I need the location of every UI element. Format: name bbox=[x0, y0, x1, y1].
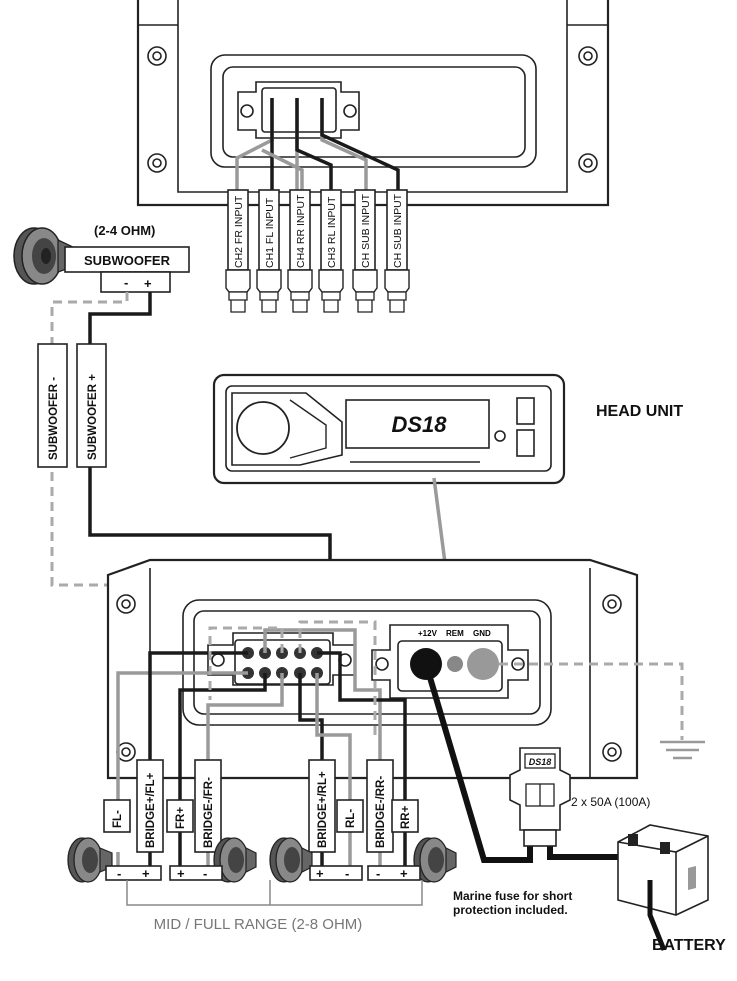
bottom-amplifier: +12V REM GND bbox=[106, 558, 639, 780]
head-unit-display bbox=[345, 399, 490, 449]
battery-wire bbox=[547, 845, 630, 860]
fuse-rating: 2 x 50A (100A) bbox=[571, 795, 650, 809]
subwoofer-impedance: (2-4 OHM) bbox=[94, 223, 155, 238]
rca-input-label: CH SUB INPUT bbox=[360, 193, 372, 268]
terminal-neg: - bbox=[203, 866, 207, 881]
usb-port-icon bbox=[516, 397, 535, 425]
fuse-holder-icon: DS18 bbox=[509, 747, 571, 847]
speaker-terminal-blocks: - + + - + - - + bbox=[105, 865, 421, 881]
wire-tag-label: FR+ bbox=[175, 807, 187, 829]
mount-screw-icon bbox=[147, 46, 598, 173]
rca-input-label: CH2 FR INPUT bbox=[233, 195, 245, 268]
wire-tag-label: BRIDGE+/RL+ bbox=[317, 771, 329, 848]
top-amplifier bbox=[136, 0, 610, 207]
mid-speaker-icon bbox=[413, 837, 457, 883]
head-unit-brand: DS18 bbox=[391, 412, 447, 437]
terminal-pos: + bbox=[177, 866, 185, 881]
plus12v-label: +12V bbox=[418, 629, 438, 638]
subwoofer-label: SUBWOOFER bbox=[84, 253, 171, 268]
rca-plug: CH4 RR INPUT bbox=[287, 189, 313, 313]
rca-input-label: CH SUB INPUT bbox=[392, 193, 404, 268]
terminal-pos: + bbox=[142, 866, 150, 881]
subwoofer-pos-label: SUBWOOFER + bbox=[87, 374, 99, 460]
wire-tag-label: BRIDGE-/RR- bbox=[375, 776, 387, 848]
terminal-pos: + bbox=[316, 866, 324, 881]
rca-plug: CH SUB INPUT bbox=[384, 189, 410, 313]
rem-terminal bbox=[447, 656, 463, 672]
battery-label: BATTERY bbox=[652, 937, 726, 954]
rca-plug: CH3 RL INPUT bbox=[318, 189, 344, 313]
ground-wire bbox=[499, 662, 684, 740]
subwoofer-terminal-neg: - bbox=[124, 275, 128, 290]
terminal-neg: - bbox=[345, 866, 349, 881]
rca-input-label: CH1 FL INPUT bbox=[264, 197, 276, 268]
gnd-label: GND bbox=[473, 629, 491, 638]
power-wire bbox=[423, 663, 533, 863]
subwoofer-terminals bbox=[100, 271, 171, 293]
fuse-note-line2: protection included. bbox=[453, 903, 568, 917]
terminal-neg: - bbox=[376, 866, 380, 881]
fuse-note-line1: Marine fuse for short bbox=[453, 889, 572, 903]
mid-speaker-icon bbox=[269, 837, 313, 883]
subwoofer-neg-tag bbox=[37, 343, 68, 468]
wire-tag-label: RR+ bbox=[400, 805, 412, 829]
rca-plug: CH1 FL INPUT bbox=[256, 189, 282, 313]
head-unit: DS18 bbox=[212, 373, 566, 485]
fuse-brand: DS18 bbox=[529, 757, 552, 767]
mid-range-label: MID / FULL RANGE (2-8 OHM) bbox=[154, 916, 363, 933]
head-unit-button bbox=[494, 430, 506, 442]
speaker-bracket bbox=[126, 880, 423, 906]
terminal-neg: - bbox=[117, 866, 121, 881]
rca-input-label: CH4 RR INPUT bbox=[295, 194, 307, 268]
wire-tag-label: RL- bbox=[345, 809, 357, 828]
head-unit-label: HEAD UNIT bbox=[596, 403, 683, 420]
aux-port-icon bbox=[516, 429, 535, 457]
subwoofer-speaker-icon bbox=[13, 227, 76, 285]
subwoofer-neg-label: SUBWOOFER - bbox=[48, 377, 60, 460]
rca-input-label: CH3 RL INPUT bbox=[326, 196, 338, 268]
subwoofer-pos-tag bbox=[76, 343, 107, 468]
wire-tag-label: BRIDGE-/FR- bbox=[203, 777, 215, 848]
battery-icon bbox=[617, 824, 709, 951]
power-connector: +12V REM GND bbox=[371, 624, 529, 699]
speaker-output-wires bbox=[116, 620, 407, 866]
rca-input-wires bbox=[235, 98, 400, 190]
rem-label: REM bbox=[446, 629, 464, 638]
speaker-wire-tags: FL- BRIDGE+/FL+ FR+ BRIDGE-/FR- BRIDGE+/… bbox=[103, 759, 419, 853]
gnd-terminal bbox=[467, 648, 499, 680]
rca-plug: CH2 FR INPUT bbox=[225, 189, 251, 313]
wire-tag-label: FL- bbox=[112, 810, 124, 828]
rca-plugs: CH2 FR INPUT CH1 FL INPUT CH4 RR INPUT C… bbox=[225, 189, 410, 313]
terminal-pos: + bbox=[400, 866, 408, 881]
subwoofer-label-box bbox=[64, 246, 190, 273]
wire-tag-label: BRIDGE+/FL+ bbox=[145, 772, 157, 848]
mount-screw-icon bbox=[116, 594, 622, 762]
ground-symbol-icon bbox=[660, 740, 705, 760]
rca-plug: CH SUB INPUT bbox=[352, 189, 378, 313]
subwoofer-terminal-pos: + bbox=[144, 276, 152, 291]
